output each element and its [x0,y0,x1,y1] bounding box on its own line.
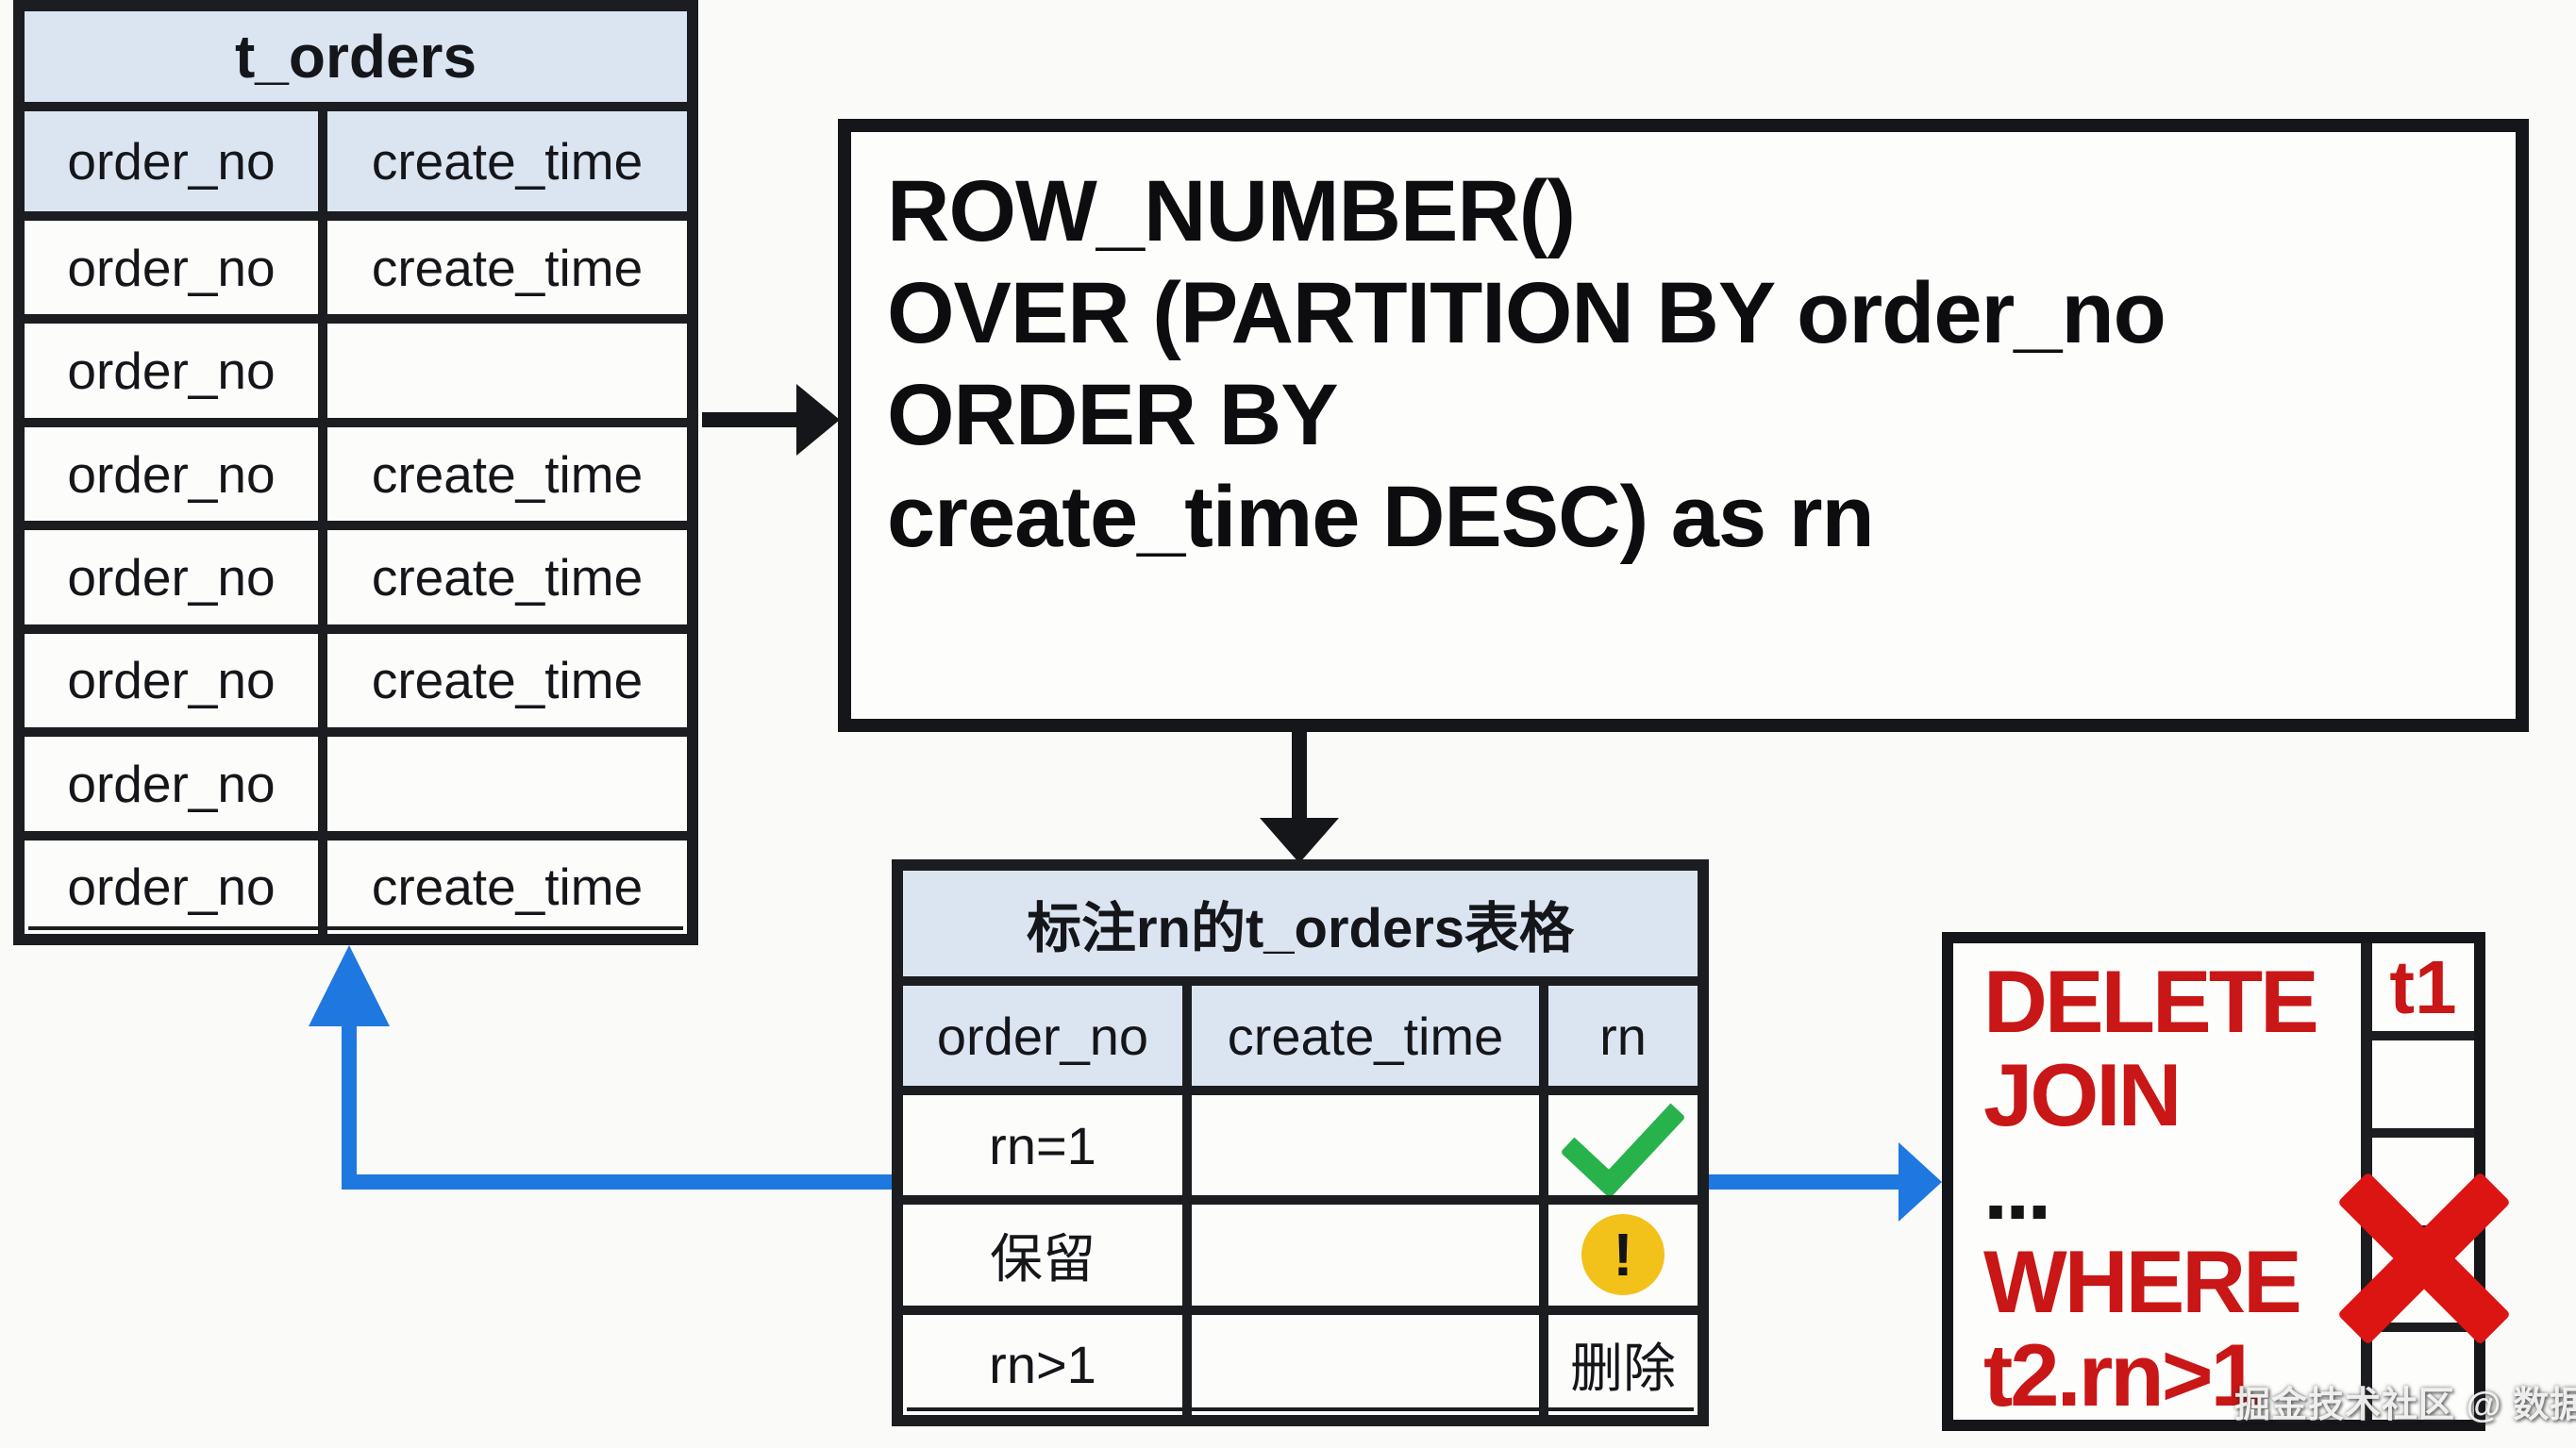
sql-line: create_time DESC) as rn [887,469,1875,565]
check-icon [1560,1095,1686,1196]
cell-rn-eq-1: rn=1 [903,1095,1182,1196]
watermark: 掘金技术社区 @ 数据小馒头 [2234,1386,2576,1425]
cell-empty [1192,1095,1539,1196]
warning-glyph: ! [1613,1221,1633,1290]
cell-order-no: order_no [25,324,318,418]
blue-arrow-up-head [309,945,390,1026]
sql-line: ORDER BY [887,367,1339,463]
row-number-sql-box: ROW_NUMBER() OVER (PARTITION BY order_no… [838,119,2529,732]
double-border-line [28,926,683,930]
table-row: order_no create_time [25,221,687,315]
cell-create-time [327,324,687,418]
cell-delete-label: 删除 [1548,1314,1698,1415]
cell-create-time: create_time [327,221,687,315]
cell-empty [1192,1205,1539,1306]
t1-column: t1 [2372,943,2474,1420]
rn-annotated-table: 标注rn的t_orders表格 order_no create_time rn … [892,859,1709,1426]
table-row: order_no create_time [25,633,687,728]
table-row: order_no [25,324,687,418]
table-row: order_no create_time [25,426,687,522]
cell-keep-flag [1548,1095,1698,1196]
delete-sql-pane: DELETE JOIN ... WHERE t2.rn>1 [1953,943,2361,1424]
cell-order-no: order_no [25,737,318,831]
rn-col-create-time: create_time [1192,986,1539,1086]
arrow-to-rn-table-shaft [1292,728,1307,820]
rn-col-rn: rn [1548,986,1698,1086]
cell-create-time: create_time [327,426,687,522]
cell-order-no: order_no [25,633,318,728]
arrow-to-rn-table-head [1260,818,1339,863]
cell-rn-gt-1: rn>1 [903,1314,1182,1415]
cell-create-time: create_time [327,840,687,934]
cell-order-no: order_no [25,530,318,624]
rn-col-order-no: order_no [903,986,1182,1086]
delete-sql-line: JOIN [1983,1045,2182,1144]
warning-icon: ! [1581,1214,1664,1296]
cell-create-time [327,737,687,831]
table-row: rn>1 删除 [903,1314,1698,1415]
cross-icon [2337,1172,2511,1345]
cell-order-no: order_no [25,221,318,315]
delete-sql-line: WHERE [1983,1232,2302,1331]
t-orders-title: t_orders [25,11,687,102]
t-orders-header-row: order_no create_time [25,111,687,211]
cell-keep-label: 保留 [903,1205,1182,1306]
cell-order-no: order_no [25,840,318,934]
delete-sql-line: DELETE [1983,952,2319,1051]
sql-line: OVER (PARTITION BY order_no [887,265,2166,361]
double-border-line [907,1407,1694,1411]
delete-sql-line: t2.rn>1 [1983,1325,2260,1424]
delete-sql-ellipsis: ... [1983,1139,2051,1238]
t-orders-table: t_orders order_no create_time order_no c… [13,0,698,945]
cell-warning-flag: ! [1548,1205,1698,1306]
arrow-to-sql-box-head [796,384,840,456]
table-row: rn=1 [903,1095,1698,1196]
blue-arrow-vertical-shaft [342,1021,357,1190]
t-orders-title-label: t_orders [234,23,477,91]
t-orders-col-create-time: create_time [327,111,687,211]
table-row: order_no create_time [25,530,687,624]
cell-order-no: order_no [25,426,318,522]
t1-empty-cell [2372,1332,2474,1420]
t1-header-cell: t1 [2372,943,2474,1031]
cell-empty [1192,1314,1539,1415]
table-row: 保留 ! [903,1205,1698,1306]
rn-table-title-label: 标注rn的t_orders表格 [1026,898,1575,959]
cell-create-time: create_time [327,530,687,624]
t1-empty-cell [2372,1040,2474,1128]
t-orders-col-order-no: order_no [25,111,318,211]
rn-table-header-row: order_no create_time rn [903,986,1698,1086]
table-row: order_no [25,737,687,831]
blue-arrow-right-head [1899,1142,1942,1222]
t1-label: t1 [2389,944,2457,1029]
sql-line: ROW_NUMBER() [887,163,1576,259]
cell-create-time: create_time [327,633,687,728]
delete-join-box: DELETE JOIN ... WHERE t2.rn>1 t1 [1942,932,2485,1431]
table-row: order_no create_time [25,840,687,934]
arrow-to-sql-box-shaft [702,412,798,427]
rn-table-title: 标注rn的t_orders表格 [903,871,1698,976]
